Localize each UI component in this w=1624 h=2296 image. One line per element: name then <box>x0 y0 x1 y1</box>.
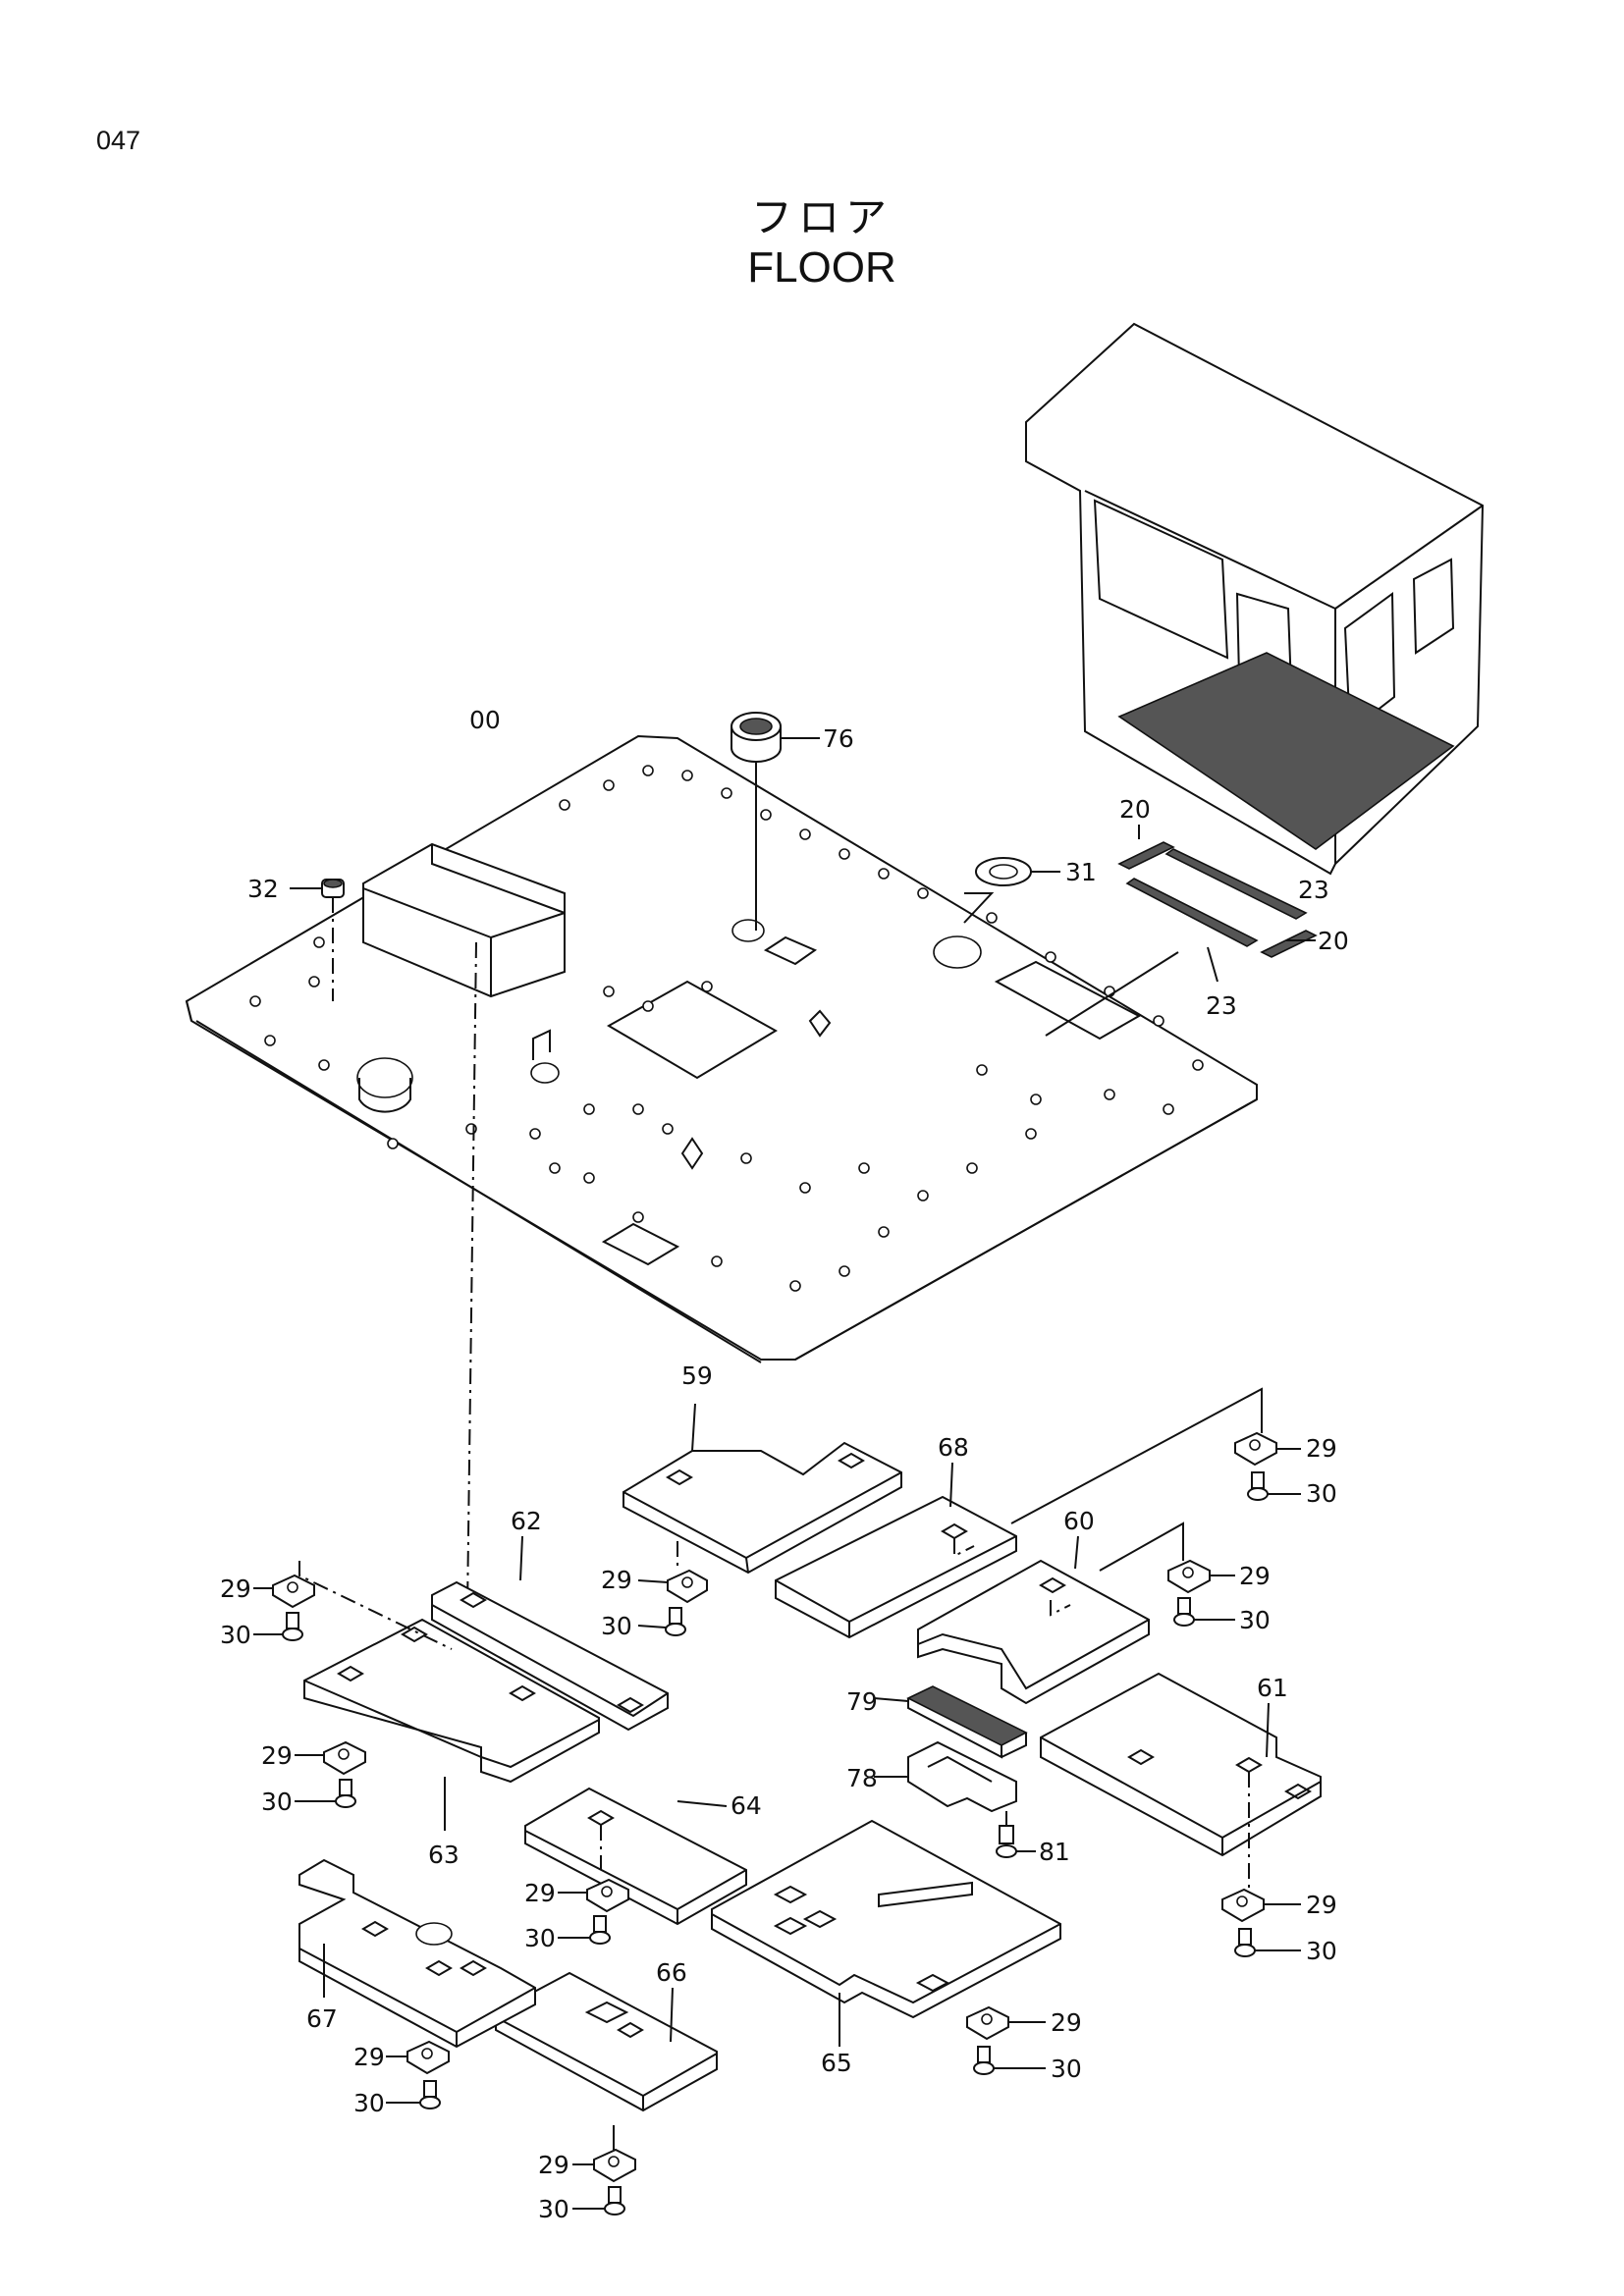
callout-67: 67 <box>306 2004 338 2033</box>
callout-60: 60 <box>1063 1507 1095 1535</box>
callout-59: 59 <box>681 1362 713 1390</box>
callout-30-j: 30 <box>538 2195 569 2223</box>
callout-29-b: 29 <box>601 1566 632 1594</box>
callout-30-i: 30 <box>353 2089 385 2117</box>
callout-29-h: 29 <box>1051 2008 1082 2037</box>
callout-23-top: 23 <box>1298 876 1329 904</box>
grommet-76 <box>731 712 820 931</box>
seal-strips <box>1045 825 1318 1037</box>
floor-mat-68 <box>775 1462 1017 1639</box>
callout-65: 65 <box>821 2049 852 2077</box>
fitting-32 <box>290 879 345 1001</box>
callout-30-a: 30 <box>1306 1479 1337 1508</box>
callout-29-e: 29 <box>261 1741 293 1770</box>
title-english: FLOOR <box>747 243 896 292</box>
floor-mat-64 <box>524 1787 747 1926</box>
screw-81 <box>996 1811 1036 1858</box>
floor-mat-61 <box>1040 1672 1322 1895</box>
seal-31 <box>963 857 1060 924</box>
callout-29-j: 29 <box>538 2151 569 2179</box>
page-number: 047 <box>96 126 141 155</box>
callout-76: 76 <box>823 724 854 753</box>
title-japanese: フロア <box>750 193 893 241</box>
callout-64: 64 <box>731 1791 762 1820</box>
callout-20-top: 20 <box>1119 795 1151 824</box>
callout-29-g: 29 <box>1306 1891 1337 1919</box>
pad-79 <box>873 1685 1028 1759</box>
callout-00: 00 <box>469 706 501 734</box>
callout-30-g: 30 <box>1306 1937 1337 1965</box>
callout-30-e: 30 <box>261 1788 293 1816</box>
callout-labels: 00 76 32 31 20 20 23 23 59 68 60 62 61 6… <box>220 706 1349 2223</box>
callout-32: 32 <box>247 875 279 903</box>
callout-29-f: 29 <box>524 1879 556 1907</box>
callout-30-h: 30 <box>1051 2055 1082 2083</box>
floor-mat-63 <box>303 1618 600 1831</box>
clip-bolt-sets <box>253 1387 1301 2216</box>
floor-mat-67 <box>298 1858 536 2049</box>
callout-20-right: 20 <box>1318 927 1349 955</box>
callout-30-b: 30 <box>601 1612 632 1640</box>
mount-holes <box>249 765 1204 1292</box>
bracket-78 <box>874 1740 1017 1813</box>
floor-mat-60 <box>917 1535 1150 1705</box>
callout-61: 61 <box>1257 1674 1288 1702</box>
callout-29-c: 29 <box>1239 1562 1271 1590</box>
callout-63: 63 <box>428 1841 460 1869</box>
callout-78: 78 <box>846 1764 878 1792</box>
callout-30-c: 30 <box>1239 1606 1271 1634</box>
callout-81: 81 <box>1039 1838 1070 1866</box>
callout-29-a: 29 <box>1306 1434 1337 1463</box>
floor-mat-66 <box>495 1971 718 2112</box>
callout-62: 62 <box>511 1507 542 1535</box>
floor-plate <box>185 734 1258 1363</box>
floor-mat-59 <box>623 1403 902 1575</box>
callout-66: 66 <box>656 1958 687 1987</box>
floor-mat-65 <box>711 1819 1061 2047</box>
callout-30-d: 30 <box>220 1621 251 1649</box>
callout-68: 68 <box>938 1433 969 1462</box>
callout-31: 31 <box>1065 858 1097 886</box>
cab-illustration <box>1025 322 1485 876</box>
callout-23-bottom: 23 <box>1206 991 1237 1020</box>
callout-30-f: 30 <box>524 1924 556 1952</box>
callout-79: 79 <box>846 1687 878 1716</box>
callout-29-d: 29 <box>220 1575 251 1603</box>
floor-mat-62 <box>431 1535 669 1732</box>
callout-29-i: 29 <box>353 2043 385 2071</box>
